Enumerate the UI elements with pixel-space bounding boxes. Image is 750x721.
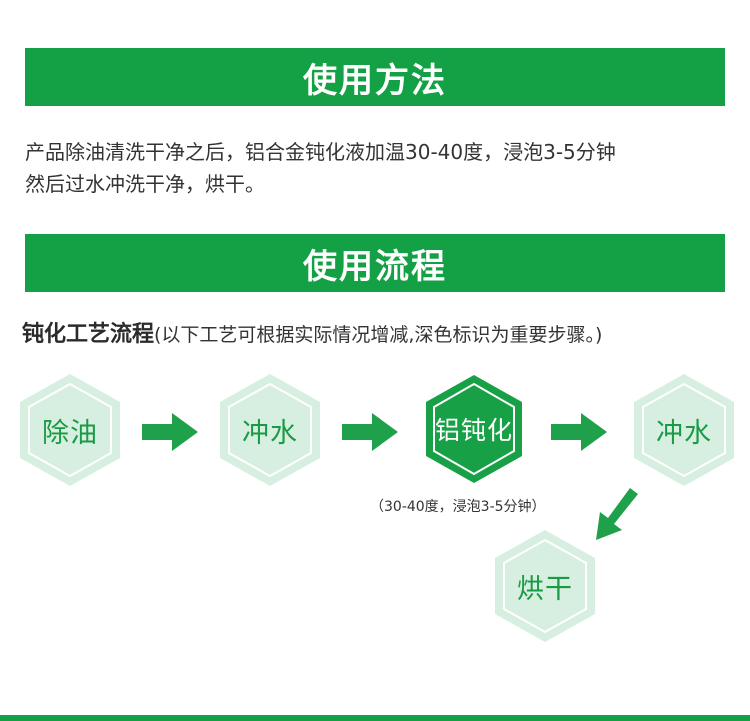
usage-section-banner: 使用方法 — [25, 48, 725, 106]
hexagon-shape — [495, 530, 595, 642]
flow-section-title: 使用流程 — [303, 246, 447, 287]
process-step-dry: 烘干 — [493, 528, 597, 644]
hexagon-shape — [634, 374, 734, 486]
flow-section-banner: 使用流程 — [25, 234, 725, 292]
usage-instructions-line-1: 产品除油清洗干净之后，铝合金钝化液加温30-40度，浸泡3-5分钟 — [25, 140, 616, 164]
process-step-label: 铝钝化 — [434, 416, 513, 445]
usage-section-title: 使用方法 — [303, 60, 447, 101]
hexagon-shape — [426, 375, 522, 483]
process-subtitle: 钝化工艺流程(以下工艺可根据实际情况增减,深色标识为重要步骤。) — [22, 316, 602, 348]
process-subtitle-main: 钝化工艺流程 — [22, 322, 155, 347]
process-subtitle-note: (以下工艺可根据实际情况增减,深色标识为重要步骤。) — [154, 324, 603, 346]
process-step-degrease: 除油 — [18, 372, 122, 488]
hexagon-shape — [220, 374, 320, 486]
process-step-label: 除油 — [42, 417, 98, 449]
process-step-label: 冲水 — [656, 417, 712, 449]
process-step-rinse: 冲水 — [218, 372, 322, 488]
bottom-divider — [0, 715, 750, 721]
hexagon-shape — [20, 374, 120, 486]
right-arrow-icon — [342, 413, 398, 451]
process-step-label: 冲水 — [242, 417, 298, 449]
down-left-arrow-icon — [592, 488, 640, 542]
process-step-rinse-2: 冲水 — [632, 372, 736, 488]
usage-instructions-line-2: 然后过水冲洗干净，烘干。 — [25, 172, 265, 196]
process-step-passivation: 铝钝化 — [424, 373, 524, 485]
right-arrow-icon — [551, 413, 607, 451]
process-step-label: 烘干 — [517, 573, 573, 605]
right-arrow-icon — [142, 413, 198, 451]
passivation-step-caption: （30-40度，浸泡3-5分钟） — [370, 499, 546, 515]
